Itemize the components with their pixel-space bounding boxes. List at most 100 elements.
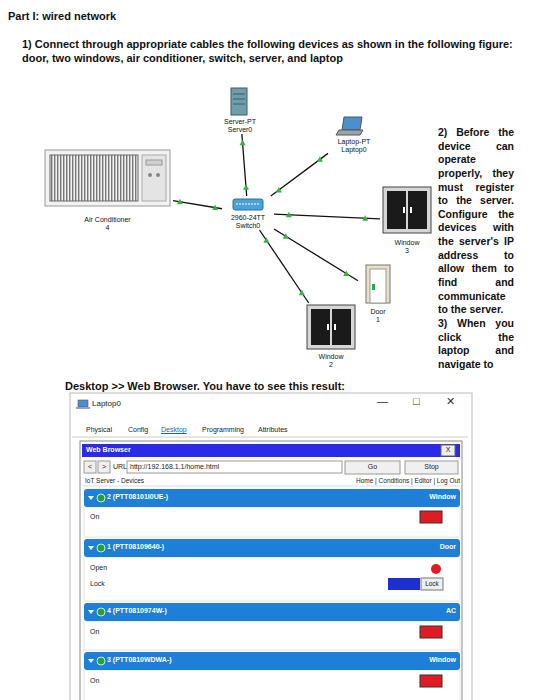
status-indicator <box>388 578 420 590</box>
device-label: 3 <box>405 247 409 255</box>
device-label: Laptop0 <box>341 146 366 154</box>
panel-title: Web Browser <box>86 446 131 455</box>
air-conditioner-icon <box>142 155 166 201</box>
window-control: — <box>377 395 388 409</box>
screenshot-window <box>82 486 460 487</box>
switch-icon <box>233 199 263 210</box>
window-icon <box>383 187 431 233</box>
link-light <box>286 212 292 218</box>
window-icon <box>403 207 405 213</box>
link-light <box>343 270 349 276</box>
device-name: 1 (PTT08109640-) <box>107 543 164 552</box>
tab-label: Physical <box>86 426 112 435</box>
device-panel <box>84 670 460 700</box>
air-conditioner-icon <box>45 150 170 206</box>
device-type: Window <box>429 493 456 502</box>
device-name: 2 (PTT08101I0UE-) <box>107 493 168 502</box>
button-label: Stop <box>405 463 458 472</box>
device-panel <box>97 544 105 552</box>
device-panel <box>84 539 460 557</box>
device-panel <box>84 507 460 537</box>
device-label: Air Conditioner <box>84 216 130 224</box>
laptop-icon <box>336 117 363 135</box>
status-indicator <box>420 626 442 638</box>
device-node: Window2 <box>304 303 358 369</box>
close-button: X <box>441 446 455 455</box>
window-icon <box>307 305 355 349</box>
screenshot-window <box>80 441 462 700</box>
page-heading: IoT Server - Devices <box>85 477 144 485</box>
screenshot-window <box>70 393 472 700</box>
device-panel <box>84 489 460 507</box>
device-label: Door <box>370 308 385 316</box>
side-text: 2) Before the device can operate properl… <box>438 126 514 372</box>
page-heading: Part I: wired network <box>8 10 116 24</box>
air-conditioner-icon <box>50 155 138 201</box>
air-conditioner-icon <box>148 173 152 177</box>
device-label: 2 <box>329 361 333 369</box>
link-light <box>177 199 183 205</box>
screenshot-window <box>82 444 460 457</box>
device-panel <box>88 496 94 500</box>
server-icon <box>233 94 245 95</box>
window-control: □ <box>413 395 420 409</box>
screenshot-window <box>98 461 110 473</box>
link-light <box>263 237 269 243</box>
button-label: Go <box>345 463 400 472</box>
door-icon <box>366 265 390 303</box>
device-label: 4 <box>106 224 110 232</box>
device-node: Window3 <box>380 185 434 255</box>
screenshot-window <box>345 461 400 474</box>
network-cable <box>271 153 328 196</box>
property-name: On <box>90 628 99 637</box>
device-label: Window <box>395 239 420 247</box>
server-icon <box>231 88 247 115</box>
device-type: Door <box>440 543 456 552</box>
status-indicator <box>420 511 442 523</box>
door-icon <box>366 265 390 303</box>
device-label: Server-PT <box>224 118 256 126</box>
device-node: Laptop-PTLaptop0 <box>328 114 380 154</box>
nav-button: < <box>84 463 96 472</box>
link-light <box>212 205 218 211</box>
window-icon <box>332 309 351 345</box>
window-icon <box>410 207 412 213</box>
instruction-text: 1) Connect through appropriate cables th… <box>22 38 522 66</box>
screenshot-window <box>72 437 468 438</box>
switch-icon <box>233 199 263 210</box>
screenshot-window <box>405 461 458 474</box>
status-indicator <box>421 578 443 590</box>
device-panel <box>97 657 105 665</box>
server-icon <box>233 99 245 100</box>
tab-label: Config <box>128 426 148 435</box>
server-icon <box>231 88 247 115</box>
device-panel <box>84 603 460 621</box>
network-cable <box>259 230 308 303</box>
air-conditioner-icon <box>146 160 162 165</box>
screenshot-window <box>441 445 455 456</box>
door-icon <box>370 269 386 303</box>
laptop-icon <box>342 117 362 130</box>
device-label: Laptop-PT <box>338 138 371 146</box>
device-type: AC <box>446 607 456 616</box>
device-panel <box>88 659 94 663</box>
tab-label: Desktop <box>161 426 187 435</box>
window-icon <box>327 324 329 330</box>
screenshot-window <box>127 461 342 473</box>
link-light <box>243 184 249 190</box>
network-cable <box>274 229 358 281</box>
device-name: 4 (PTT0810974W-) <box>107 607 167 616</box>
device-node: Server-PTServer0 <box>212 86 268 134</box>
device-panel <box>84 489 460 700</box>
device-panel <box>84 621 460 650</box>
device-node: 2960-24TTSwitch0 <box>222 196 274 230</box>
screenshot-window <box>84 461 96 473</box>
door-icon <box>372 284 375 290</box>
device-name: 3 (PTT0810WDWA-) <box>107 656 172 665</box>
status-indicator <box>431 564 441 574</box>
property-name: Open <box>90 564 107 573</box>
nav-links: Home | Conditions | Editor | Log Out <box>356 477 460 485</box>
window-control: ✕ <box>446 395 455 409</box>
switch-icon <box>236 204 260 205</box>
